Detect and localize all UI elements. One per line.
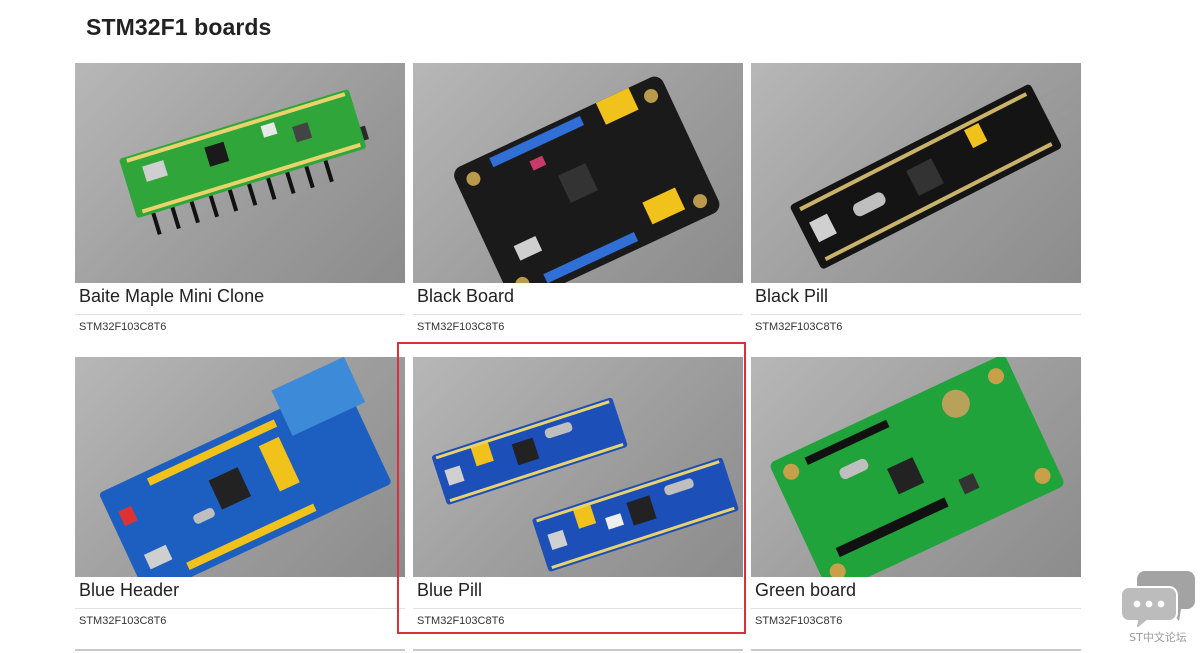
board-card-blue-pill[interactable]: Blue Pill STM32F103C8T6	[413, 357, 743, 627]
board-illustration-icon	[790, 84, 1075, 269]
board-card-black-pill[interactable]: Black Pill STM32F103C8T6	[751, 63, 1081, 333]
board-name[interactable]: Blue Pill	[417, 580, 483, 600]
divider	[751, 608, 1081, 609]
board-name[interactable]: Black Board	[417, 286, 515, 306]
board-illustration-icon	[99, 357, 391, 577]
divider	[75, 314, 405, 315]
board-chip-label: STM32F103C8T6	[417, 321, 505, 333]
board-card-green-board[interactable]: Green board STM32F103C8T6	[751, 357, 1081, 627]
board-name[interactable]: Baite Maple Mini Clone	[79, 286, 265, 306]
divider	[413, 314, 743, 315]
board-name[interactable]: Black Pill	[755, 286, 829, 306]
board-photo[interactable]	[413, 63, 743, 283]
board-photo[interactable]	[751, 357, 1081, 577]
forum-label[interactable]: ST中文论坛	[1129, 631, 1187, 644]
next-row-rule	[413, 649, 743, 651]
divider	[75, 608, 405, 609]
board-card-baite-maple-mini-clone[interactable]: Baite Maple Mini Clone STM32F103C8T6	[75, 63, 405, 333]
next-row-rule	[75, 649, 405, 651]
board-name[interactable]: Green board	[755, 580, 857, 600]
next-row-rule	[751, 649, 1081, 651]
board-chip-label: STM32F103C8T6	[417, 615, 505, 627]
board-chip-label: STM32F103C8T6	[755, 321, 843, 333]
forum-chat-widget[interactable]: ST中文论坛	[1119, 567, 1197, 649]
board-illustration-icon	[454, 76, 720, 283]
board-card-black-board[interactable]: Black Board STM32F103C8T6	[413, 63, 743, 333]
board-name[interactable]: Blue Header	[79, 580, 180, 600]
board-illustration-icon	[119, 89, 370, 235]
board-chip-label: STM32F103C8T6	[755, 615, 843, 627]
board-photo[interactable]	[751, 63, 1081, 283]
board-chip-label: STM32F103C8T6	[79, 321, 167, 333]
board-photo[interactable]	[413, 357, 743, 577]
board-photo[interactable]	[75, 63, 405, 283]
divider	[751, 314, 1081, 315]
board-illustration-icon	[432, 397, 739, 572]
board-card-blue-header[interactable]: Blue Header STM32F103C8T6	[75, 357, 405, 627]
board-illustration-icon	[770, 357, 1064, 577]
divider	[413, 608, 743, 609]
chat-bubbles-icon	[1120, 571, 1195, 634]
board-chip-label: STM32F103C8T6	[79, 615, 167, 627]
board-photo[interactable]	[75, 357, 405, 577]
page-title: STM32F1 boards	[86, 14, 272, 40]
